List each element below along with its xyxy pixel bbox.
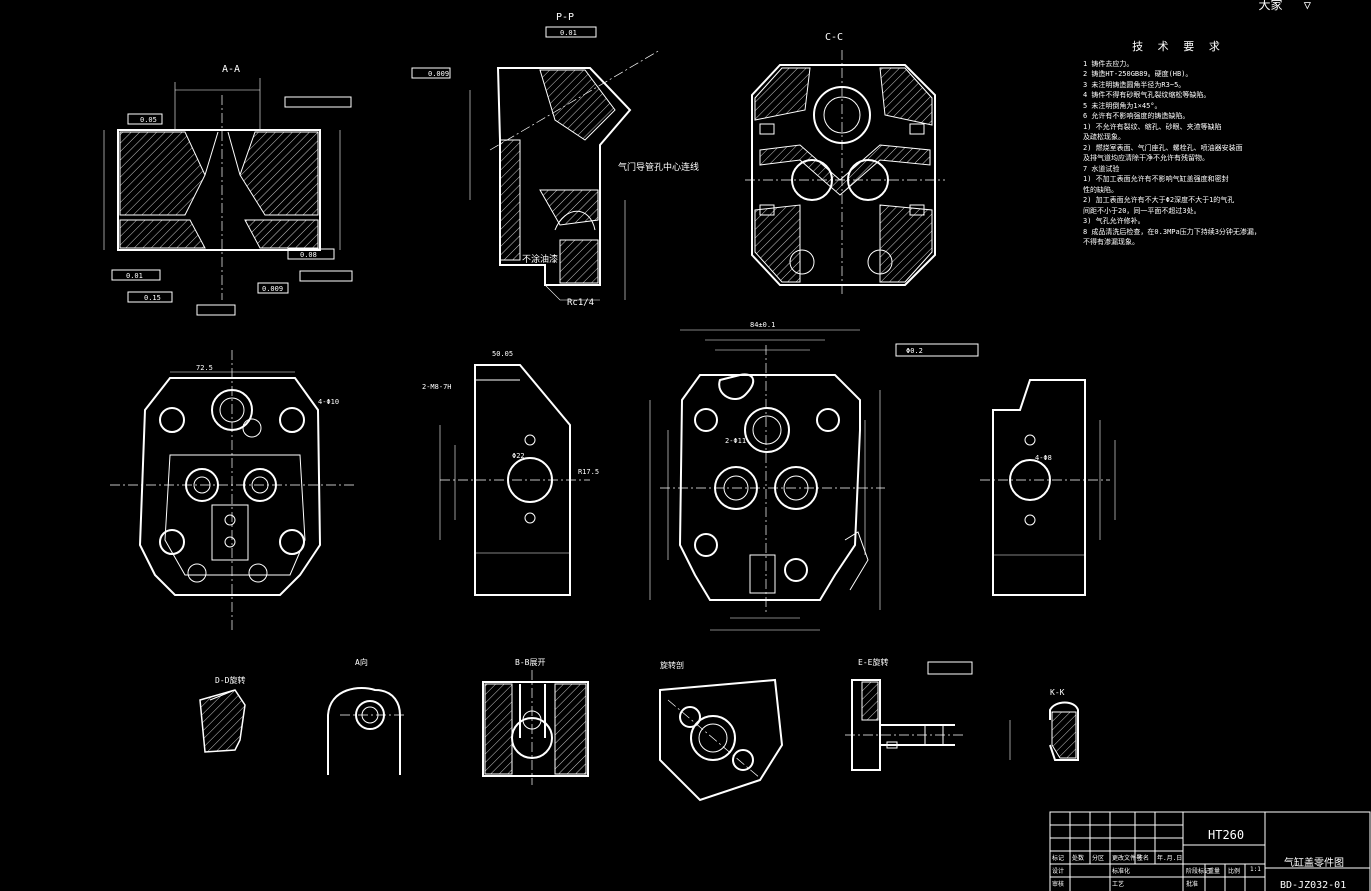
svg-text:A向: A向 — [355, 657, 368, 667]
tech-line: 6 允许有不影响强度的铸造缺陷。 — [1083, 112, 1190, 120]
title-block-cell: 标准化 — [1112, 868, 1131, 875]
tech-line: 不得有渗漏现象。 — [1083, 238, 1139, 246]
svg-text:2-M8-7H: 2-M8-7H — [422, 383, 452, 391]
detail-rotation: 旋转剖 — [659, 660, 784, 802]
svg-text:R17.5: R17.5 — [578, 468, 599, 476]
title-block-cell: 处数 — [1072, 855, 1085, 862]
title-block-cell: 重量 — [1208, 868, 1221, 875]
thread-note: Rc1/4 — [567, 298, 594, 308]
tech-line: 2) 加工表面允许有不大于Φ2深度不大于1的气孔 — [1083, 196, 1235, 204]
tech-line: 及排气道均应清除干净不允许有残留物。 — [1083, 154, 1209, 162]
svg-text:0.009: 0.009 — [428, 70, 449, 78]
svg-text:Φ22: Φ22 — [512, 452, 525, 460]
tech-line: 7 水道试验 — [1083, 164, 1120, 173]
tolerance-frame: 0.05 — [140, 116, 157, 124]
svg-text:0.08: 0.08 — [300, 251, 317, 259]
title-block-cell: 比例 — [1228, 868, 1241, 875]
svg-text:C-C: C-C — [825, 32, 843, 43]
view-right-side: 4-Φ8 — [980, 379, 1116, 596]
title-block-cell: 批准 — [1186, 881, 1199, 888]
detail-b-b: B-B展开 — [482, 658, 589, 785]
svg-text:0.01: 0.01 — [560, 29, 577, 37]
detail-d-d: D-D旋转 — [199, 675, 246, 753]
title-block-drawing-number: BD-JZ032-01 — [1280, 880, 1347, 891]
tech-line: 1) 不允许有裂纹、缩孔、砂眼、夹渣等缺陷 — [1083, 122, 1222, 131]
detail-k-k: K-K — [1009, 688, 1079, 761]
title-block-cell: 审核 — [1052, 881, 1065, 888]
title-block-material: HT260 — [1208, 828, 1245, 842]
svg-text:D-D旋转: D-D旋转 — [215, 675, 245, 685]
title-block-cell: 阶段标记 — [1186, 868, 1211, 875]
title-block-cell: 工艺 — [1112, 881, 1125, 888]
tech-line: 4 铸件不得有砂眼气孔裂纹缩松等缺陷。 — [1083, 91, 1211, 99]
svg-text:P-P: P-P — [556, 12, 574, 23]
view-side-middle: 50.05 Φ22 R17.5 2-M8-7H — [422, 350, 599, 596]
title-block-cell: 分区 — [1092, 855, 1105, 862]
view-a-a: A-A 0.05 0.01 0.15 0.009 0.08 — [103, 64, 353, 316]
tech-line: 1 铸件去应力。 — [1083, 59, 1134, 68]
view-top-left: 72.5 4-Φ10 — [110, 350, 355, 630]
svg-text:旋转剖: 旋转剖 — [660, 660, 684, 670]
menu-item[interactable]: 大家 — [1258, 0, 1283, 12]
svg-text:4-Φ10: 4-Φ10 — [318, 398, 339, 406]
note-valve-hole: 气门导管孔中心连线 — [618, 161, 699, 173]
view-p-p: P-P 0.01 0.009 气门导管孔中心连线 不涂油漆 Rc1/4 — [411, 12, 699, 308]
chevron-down-icon[interactable]: ▽ — [1303, 0, 1311, 12]
svg-text:50.05: 50.05 — [492, 350, 513, 358]
title-block — [1049, 811, 1371, 891]
tech-line: 8 成品清洗后检查，在0.3MPa压力下持续3分钟无渗漏， — [1083, 227, 1261, 236]
tech-line: 2 铸造HT-250GB89。硬度(HB)。 — [1083, 70, 1193, 78]
tech-line: 3) 气孔允许修补。 — [1083, 217, 1145, 225]
tech-line: 2) 燃烧室表面、气门座孔、螺栓孔、喷油器安装面 — [1083, 143, 1243, 152]
detail-a-direction: A向 — [327, 657, 405, 775]
tech-line: 3 未注明铸造圆角半径为R3~5。 — [1083, 80, 1186, 89]
technical-requirements: 技 术 要 求 1 铸件去应力。 2 铸造HT-250GB89。硬度(HB)。 … — [1083, 40, 1273, 248]
svg-text:Φ0.2: Φ0.2 — [906, 347, 923, 355]
title-block-cell: 标记 — [1052, 855, 1065, 862]
svg-text:2-Φ11: 2-Φ11 — [725, 437, 746, 445]
tech-line: 间距不小于20，同一平面不超过3处。 — [1083, 206, 1201, 215]
view-label-a-a: A-A — [222, 64, 240, 75]
svg-text:84±0.1: 84±0.1 — [750, 321, 775, 329]
tech-line: 性的缺陷。 — [1083, 185, 1118, 194]
svg-text:4-Φ8: 4-Φ8 — [1035, 454, 1052, 462]
title-block-cell: 年.月.日 — [1157, 855, 1183, 862]
title-block-cell: 1:1 — [1250, 866, 1261, 873]
title-block-part-name: 气缸盖零件图 — [1284, 858, 1344, 869]
tech-line: 及疏松现象。 — [1083, 133, 1125, 141]
svg-text:K-K: K-K — [1050, 688, 1065, 697]
svg-text:B-B展开: B-B展开 — [515, 658, 545, 667]
svg-text:0.15: 0.15 — [144, 294, 161, 302]
svg-text:0.01: 0.01 — [126, 272, 143, 280]
svg-text:72.5: 72.5 — [196, 364, 213, 372]
svg-text:0.009: 0.009 — [262, 285, 283, 293]
title-block-cell: 设计 — [1052, 868, 1065, 875]
top-menu: 大家 ▽ — [1245, 0, 1311, 13]
svg-text:E-E旋转: E-E旋转 — [858, 657, 888, 667]
tech-line: 1) 不加工表面允许有不影响气缸盖强度和密封 — [1083, 175, 1229, 183]
view-c-c: C-C — [745, 32, 945, 295]
view-main-bottom: Φ0.2 84±0.1 2-Φ11 — [649, 321, 979, 631]
title-block-cell: 更改文件号 — [1112, 855, 1143, 862]
tech-line: 5 未注明倒角为1×45°。 — [1083, 101, 1162, 110]
detail-e-e: E-E旋转 — [845, 657, 973, 771]
note-no-paint: 不涂油漆 — [522, 253, 558, 265]
title-block-cell: 签名 — [1137, 855, 1150, 862]
tech-requirements-title: 技 术 要 求 — [1132, 40, 1224, 53]
